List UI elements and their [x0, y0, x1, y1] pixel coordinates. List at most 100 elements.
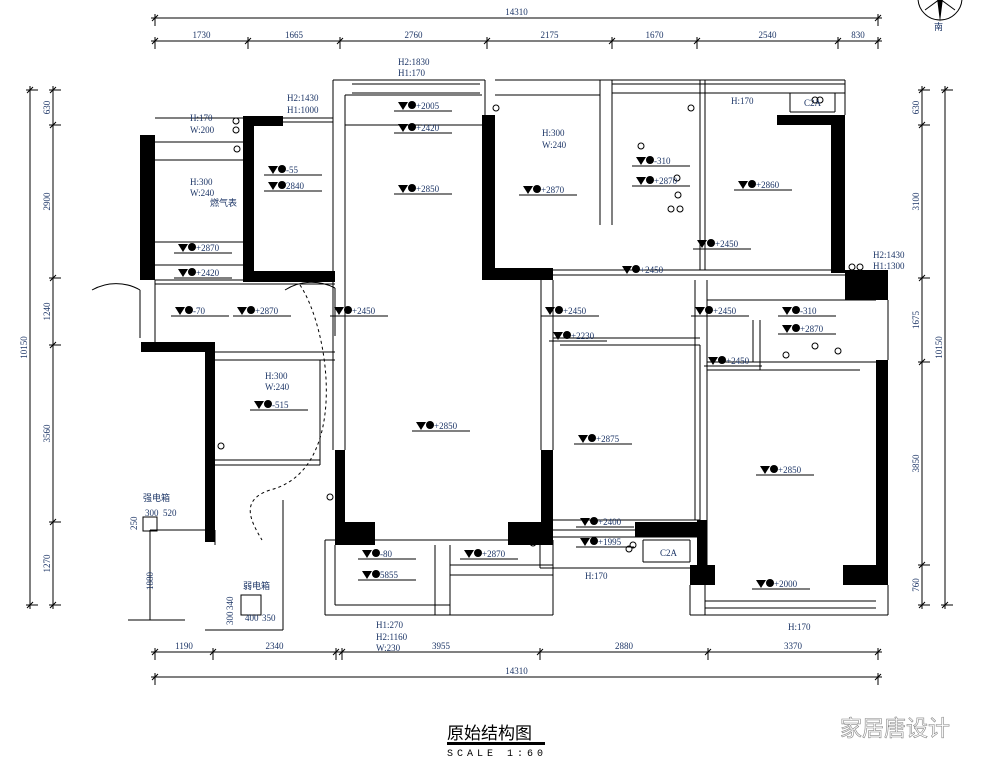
weak-current-box	[240, 594, 262, 616]
elevation-triangle-icon	[578, 435, 588, 443]
pipe-icon	[856, 263, 864, 271]
elevation-triangle-icon	[708, 357, 718, 365]
door-swing	[91, 283, 141, 291]
elevation-symbol-icon	[718, 356, 726, 364]
elevation-triangle-icon	[636, 177, 646, 185]
elevation-marker: 2840	[264, 181, 322, 192]
elevation-triangle-icon	[782, 307, 792, 315]
elevation-triangle-icon	[580, 518, 590, 526]
elevation-triangle-icon	[268, 182, 278, 190]
pipe-icon	[782, 351, 790, 359]
elevation-marker: +2420	[394, 123, 452, 134]
annotation-label: H1:1300	[873, 261, 905, 271]
annotation-label: H:170	[731, 96, 754, 106]
wall-segment	[335, 450, 345, 545]
elevation-label: -80	[380, 549, 392, 559]
elevation-triangle-icon	[695, 307, 705, 315]
wall-segment	[243, 271, 335, 282]
pipe-icon	[232, 126, 240, 134]
door-swing-dashed	[249, 284, 327, 541]
elevation-marker: +2850	[394, 184, 452, 195]
elevation-triangle-icon	[636, 157, 646, 165]
elevation-triangle-icon	[756, 580, 766, 588]
elevation-symbol-icon	[632, 265, 640, 273]
elevation-triangle-icon	[254, 401, 264, 409]
pipe-icon	[667, 205, 675, 213]
wall-segment	[697, 520, 707, 585]
annotation-label: 520	[163, 508, 177, 518]
elevation-label: +2875	[596, 434, 620, 444]
elevation-marker: +2420	[174, 268, 232, 279]
wall-segment	[243, 116, 254, 282]
elevation-label: +2870	[654, 176, 678, 186]
wall-segment	[831, 115, 845, 273]
elevation-symbol-icon	[372, 549, 380, 557]
elevation-symbol-icon	[408, 101, 416, 109]
pipe-icon	[326, 493, 334, 501]
dim-label: 10150	[934, 336, 944, 359]
pipe-icon	[637, 142, 645, 150]
wall-segment	[843, 565, 888, 585]
dim-label: 1665	[285, 30, 304, 40]
elevation-label: +2450	[713, 306, 737, 316]
pipe-icon	[834, 347, 842, 355]
elevation-symbol-icon	[372, 570, 380, 578]
elevation-triangle-icon	[178, 269, 188, 277]
elevation-symbol-icon	[792, 306, 800, 314]
elevation-label: +2850	[416, 184, 440, 194]
elevation-marker: +2450	[691, 306, 749, 317]
dim-label: 3850	[911, 454, 921, 473]
walls	[91, 79, 889, 631]
wall-segment	[140, 135, 155, 280]
dim-label: 1190	[175, 641, 193, 651]
elevation-triangle-icon	[580, 538, 590, 546]
pipe-icon	[529, 539, 537, 547]
elevation-symbol-icon	[344, 306, 352, 314]
elevation-symbol-icon	[474, 549, 482, 557]
elevation-markers: -552840+2870+2420+2005+2420+2850+2870-31…	[171, 101, 836, 590]
pipe-icon	[848, 263, 856, 271]
annotation-label: H2:1430	[287, 93, 319, 103]
annotation-label: C2A	[804, 98, 822, 108]
annotation-label: H:170	[190, 113, 213, 123]
elevation-label: +2450	[640, 265, 664, 275]
elevation-label: +1995	[598, 537, 622, 547]
elevation-triangle-icon	[622, 266, 632, 274]
dim-label: 630	[911, 100, 921, 114]
elevation-symbol-icon	[188, 268, 196, 276]
dim-label: 2540	[759, 30, 778, 40]
elevation-marker: -310	[632, 156, 690, 167]
elevation-label: 5855	[380, 570, 399, 580]
elevation-marker: +2870	[460, 549, 518, 560]
elevation-symbol-icon	[707, 239, 715, 247]
dim-label: 630	[42, 100, 52, 114]
annotation-label: W:200	[190, 125, 215, 135]
elevation-triangle-icon	[782, 325, 792, 333]
elevation-label: +2450	[715, 239, 739, 249]
elevation-marker: +2230	[549, 331, 607, 342]
elevation-label: +2420	[416, 123, 440, 133]
annotations: H2:1830H1:170H2:1430H1:1000H:170W:200H:3…	[129, 57, 905, 653]
dim-label: 2760	[405, 30, 424, 40]
elevation-triangle-icon	[553, 332, 563, 340]
drawing-scale: SCALE 1:60	[447, 749, 547, 760]
elevation-triangle-icon	[523, 186, 533, 194]
wall-segment	[541, 450, 553, 545]
dim-label: 2175	[541, 30, 560, 40]
title-underline	[447, 742, 545, 745]
elevation-triangle-icon	[697, 240, 707, 248]
annotation-label: 燃气表	[210, 197, 237, 208]
annotation-label: H:170	[788, 622, 811, 632]
elevation-symbol-icon	[555, 306, 563, 314]
elevation-marker: +2870	[519, 185, 577, 196]
elevation-triangle-icon	[268, 166, 278, 174]
elevation-marker: +1995	[576, 537, 634, 548]
elevation-symbol-icon	[278, 165, 286, 173]
dim-label: 10150	[19, 336, 29, 359]
annotation-label: 250	[129, 516, 139, 530]
elevation-label: +2870	[196, 243, 220, 253]
elevation-triangle-icon	[178, 244, 188, 252]
pipe-icon	[811, 96, 819, 104]
pipe-icon	[217, 442, 225, 450]
